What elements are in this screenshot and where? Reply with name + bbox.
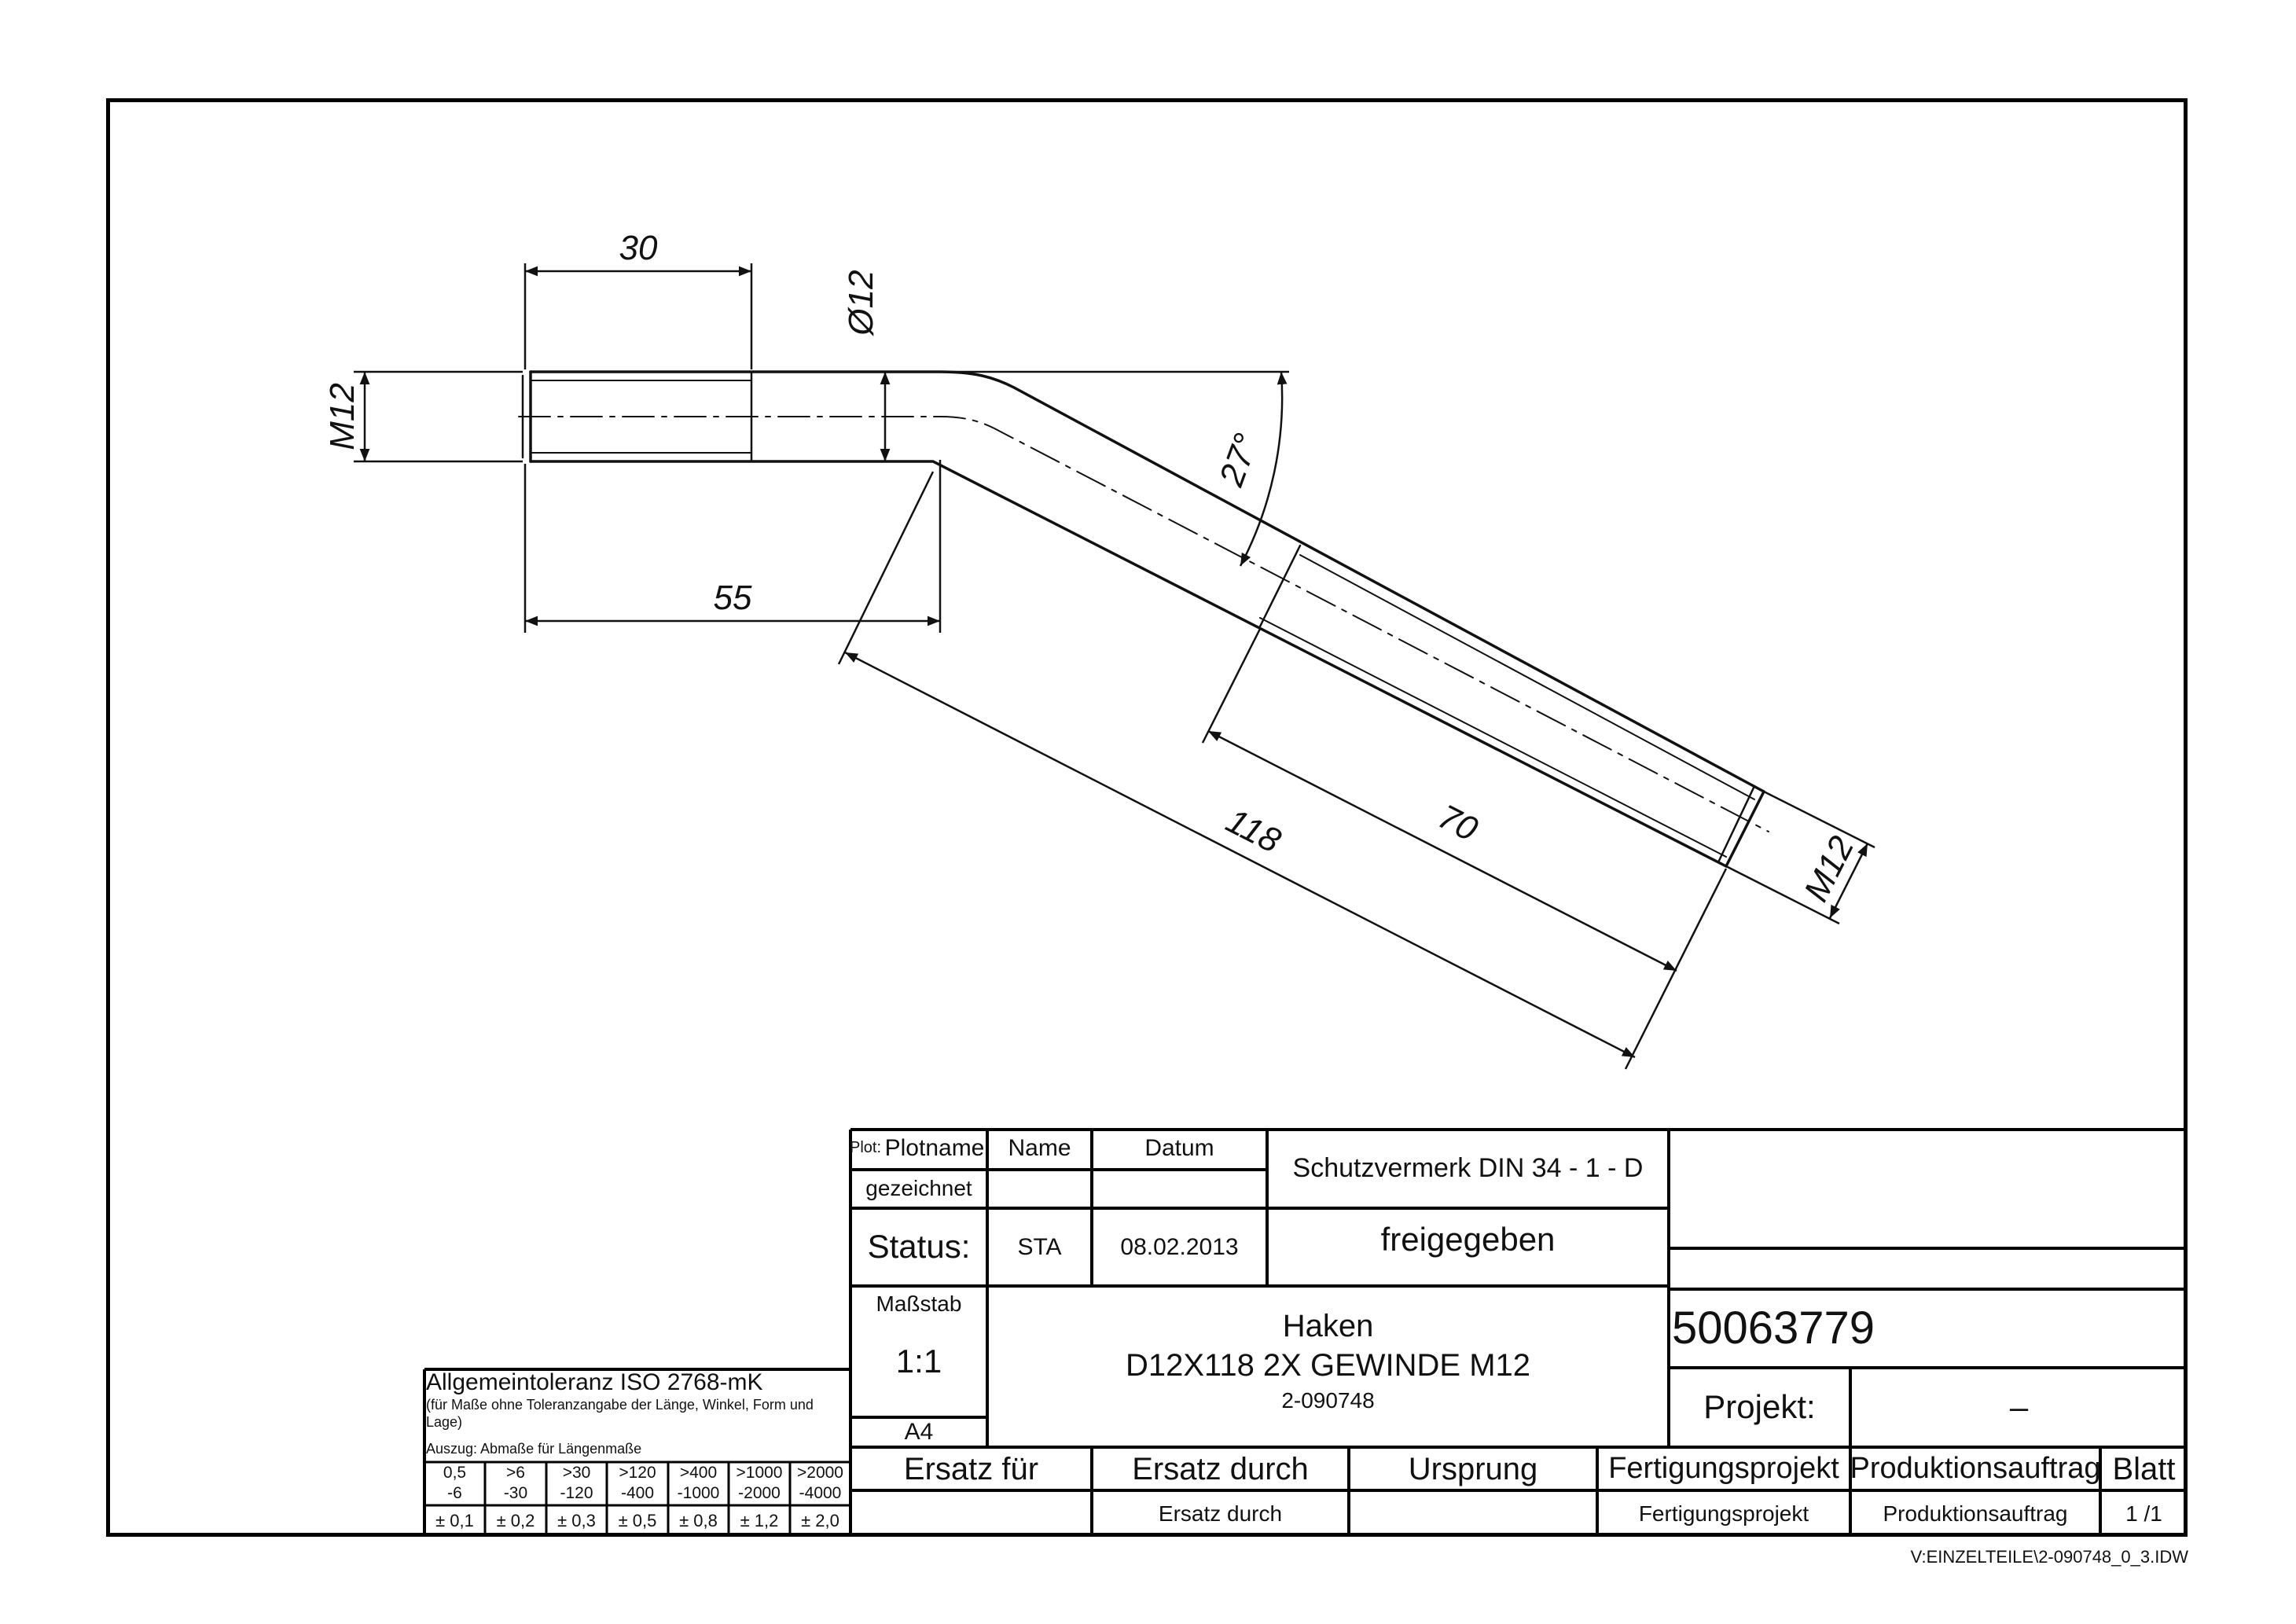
- status-date: 08.02.2013: [1120, 1233, 1239, 1260]
- dim-text-30: 30: [619, 229, 658, 267]
- tolerance-excerpt: Auszug: Abmaße für Längenmaße: [426, 1441, 642, 1457]
- range-bottom: -6: [447, 1484, 462, 1503]
- scale-value: 1:1: [895, 1342, 942, 1380]
- header-ersatz-durch: Ersatz durch: [1132, 1451, 1309, 1486]
- header-blatt: Blatt: [2112, 1451, 2176, 1486]
- paper-format: A4: [904, 1419, 934, 1446]
- drawing-frame: [106, 98, 2188, 1537]
- header-ersatz-fuer: Ersatz für: [903, 1451, 1039, 1486]
- part-number: 50063779: [1672, 1302, 1875, 1354]
- centre-line: [518, 416, 1769, 832]
- range-top: >6: [506, 1464, 525, 1483]
- dim-text-70: 70: [1432, 797, 1484, 849]
- tolerance-table: Allgemeintoleranz ISO 2768-mK (für Maße …: [424, 1369, 850, 1537]
- date-header: Datum: [1144, 1135, 1214, 1162]
- header-produktionsauftrag: Produktionsauftrag: [1850, 1451, 2101, 1485]
- thread-line-right-b: [1259, 617, 1727, 858]
- project-label: Projekt:: [1703, 1387, 1816, 1425]
- value-fertigungsprojekt: Fertigungsprojekt: [1638, 1501, 1809, 1526]
- range-bottom: -30: [503, 1484, 528, 1503]
- plot-value: Plotname: [884, 1135, 985, 1162]
- status-label: Status:: [867, 1228, 971, 1266]
- value-blatt: 1 /1: [2125, 1501, 2162, 1526]
- tolerance-note-1: (für Maße ohne Toleranzangabe der Länge,…: [426, 1397, 814, 1413]
- range-top: >400: [679, 1464, 718, 1483]
- tolerance-title: Allgemeintoleranz ISO 2768-mK: [426, 1369, 763, 1395]
- dim-text-m12-right: M12: [1797, 830, 1862, 908]
- status-name: STA: [1017, 1233, 1062, 1260]
- protection-note: Schutzvermerk DIN 34 - 1 - D: [1292, 1153, 1644, 1184]
- plot-label: Plot:: [849, 1138, 882, 1156]
- dim-text-27: 27°: [1212, 428, 1266, 491]
- range-top: 0,5: [443, 1464, 467, 1483]
- value-ersatz-fuer: [850, 1490, 1092, 1537]
- header-fertigungsprojekt: Fertigungsprojekt: [1608, 1451, 1839, 1485]
- thread-limit-right: [1258, 544, 1302, 628]
- project-value: –: [2009, 1387, 2029, 1425]
- tolerance-value: ± 0,1: [435, 1511, 474, 1531]
- range-bottom: -4000: [799, 1484, 842, 1503]
- value-ursprung: [1349, 1490, 1597, 1537]
- range-top: >120: [619, 1464, 656, 1483]
- range-bottom: -2000: [738, 1484, 781, 1503]
- dim-text-m12-left: M12: [323, 383, 362, 450]
- tolerance-value: ± 0,2: [496, 1511, 535, 1531]
- file-path: V:EINZELTEILE\2-090748_0_3.IDW: [1910, 1547, 2188, 1567]
- dim-text-55: 55: [714, 579, 752, 617]
- value-ersatz-durch: Ersatz durch: [1158, 1501, 1283, 1526]
- dim-text-118: 118: [1220, 801, 1287, 861]
- tolerance-value: ± 0,8: [679, 1511, 718, 1531]
- dim-line-70: [1207, 729, 1677, 972]
- status-value: freigegeben: [1380, 1221, 1556, 1258]
- scale-label: Maßstab: [876, 1291, 962, 1317]
- range-bottom: -400: [620, 1484, 655, 1503]
- tolerance-value: ± 0,5: [618, 1511, 657, 1531]
- dim-text-d12: Ø12: [842, 270, 880, 336]
- rod-outline-bottom: [529, 460, 1728, 868]
- header-ursprung: Ursprung: [1408, 1451, 1538, 1486]
- tolerance-value: ± 0,3: [557, 1511, 596, 1531]
- title-line-3: 2-090748: [1281, 1388, 1375, 1413]
- drawn-label: gezeichnet: [865, 1176, 972, 1201]
- range-bottom: -1000: [677, 1484, 720, 1503]
- title-line-1: Haken: [1282, 1309, 1374, 1343]
- range-bottom: -120: [560, 1484, 593, 1503]
- tolerance-value: ± 2,0: [801, 1511, 839, 1531]
- rod-end-right: [1725, 790, 1765, 868]
- title-block: Plot: Plotname Name Datum gezeichnet Sch…: [850, 1130, 2188, 1537]
- dim-line-118: [844, 651, 1636, 1059]
- dim-arc-27: [1239, 371, 1288, 567]
- value-produktionsauftrag: Produktionsauftrag: [1883, 1501, 2068, 1526]
- tolerance-note-2: Lage): [426, 1414, 463, 1430]
- range-top: >1000: [736, 1464, 783, 1483]
- range-top: >30: [562, 1464, 591, 1483]
- title-line-2: D12X118 2X GEWINDE M12: [1125, 1348, 1531, 1383]
- name-header: Name: [1008, 1135, 1071, 1162]
- tolerance-value: ± 1,2: [740, 1511, 779, 1531]
- thread-line-right-a: [1299, 554, 1755, 800]
- dim-line-m12-right: [1828, 843, 1869, 919]
- rod-chamfer-right: [1717, 784, 1756, 864]
- range-top: >2000: [797, 1464, 843, 1483]
